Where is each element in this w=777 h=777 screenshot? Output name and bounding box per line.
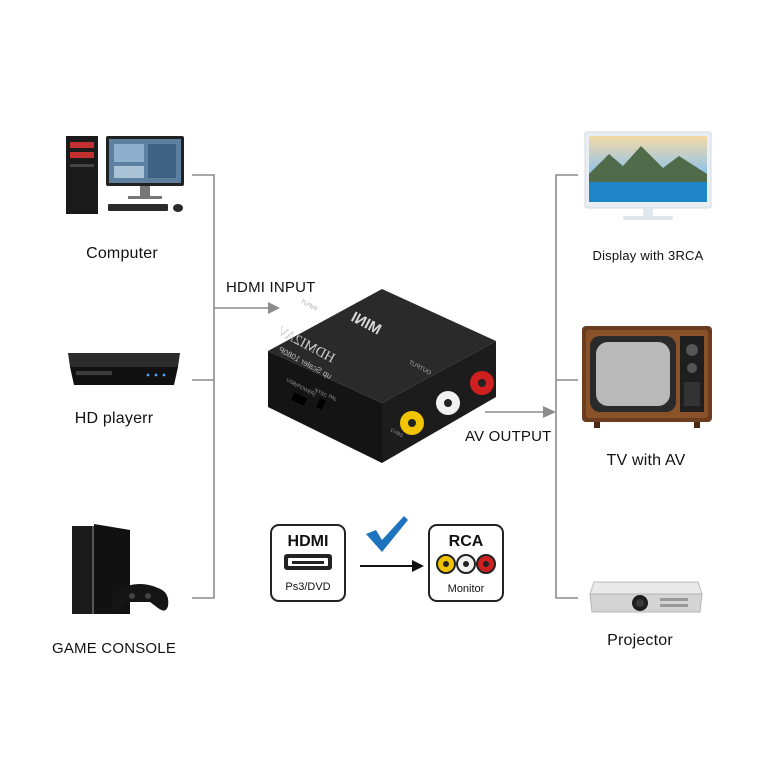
computer-icon [66, 136, 184, 214]
source-label-game-console: GAME CONSOLE [51, 640, 177, 657]
tv-icon [582, 326, 712, 428]
output-label-display: Display with 3RCA [592, 248, 704, 263]
game-console-icon [72, 524, 169, 614]
hdmi-badge-title: HDMI [288, 533, 329, 550]
right-bracket-line [555, 174, 578, 599]
display-icon [584, 131, 712, 220]
projector-icon [589, 581, 703, 613]
hdmi2av-converter: MINI HDMI2AV up Scaler 1080P INPUT OUTPU… [268, 289, 496, 463]
arrow-right-icon [360, 560, 424, 572]
hdmi-badge: HDMI Ps3/DVD [270, 524, 346, 602]
rca-badge-caption: Monitor [448, 583, 485, 595]
rca-badge: RCA Monitor [428, 524, 504, 602]
check-icon [366, 516, 408, 552]
source-label-hd-player: HD playerr [74, 410, 154, 427]
output-label-tv: TV with AV [606, 452, 686, 469]
hdmi-badge-caption: Ps3/DVD [285, 581, 330, 593]
output-label-projector: Projector [607, 632, 673, 649]
hd-player-icon [68, 353, 180, 385]
source-label-computer: Computer [86, 245, 158, 262]
rca-badge-title: RCA [449, 533, 484, 550]
device-input-port: INPUT [299, 299, 318, 313]
device-side-label-ntsc: NTSC [313, 387, 328, 399]
device-side-label-pal: PAL [327, 393, 338, 403]
av-output-label: AV OUTPUT [465, 428, 552, 445]
hdmi-input-arrowhead [268, 302, 280, 314]
left-bracket-line [192, 174, 215, 599]
hdmi-input-label: HDMI INPUT [226, 279, 316, 296]
av-output-arrowhead [543, 406, 556, 418]
